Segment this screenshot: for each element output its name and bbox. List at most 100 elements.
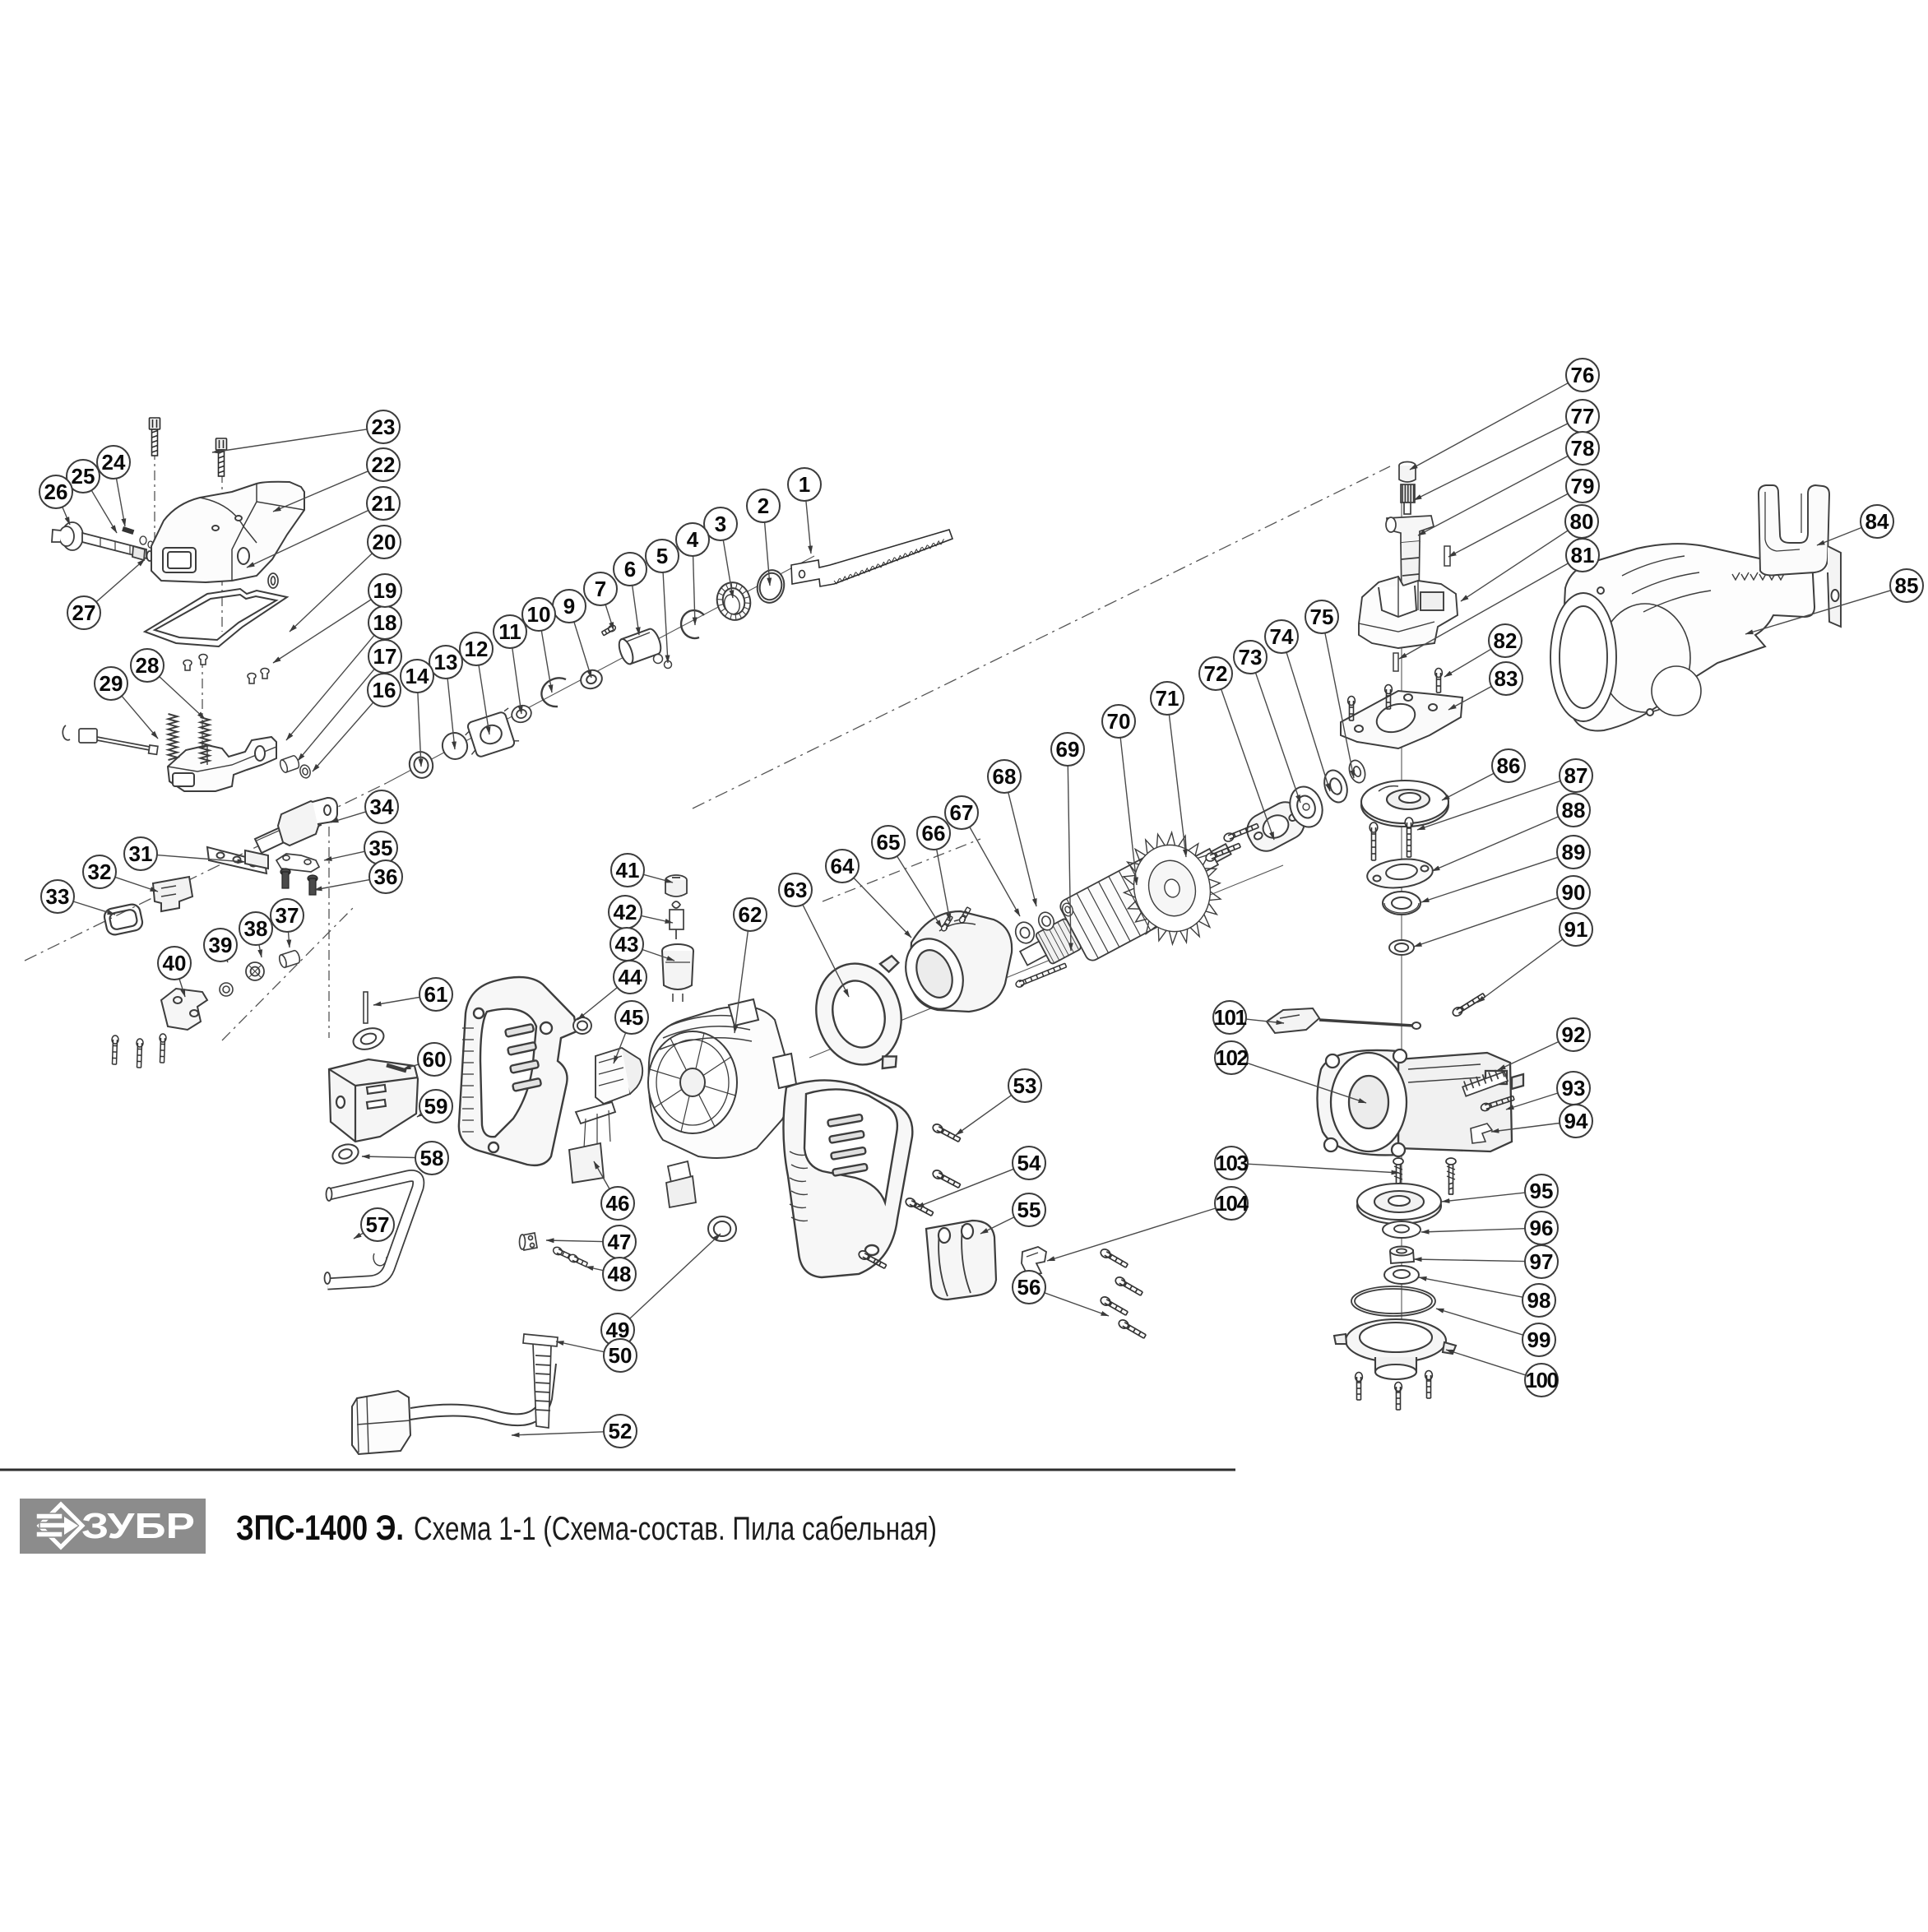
svg-text:21: 21	[372, 491, 396, 516]
svg-text:34: 34	[370, 795, 394, 819]
svg-text:95: 95	[1530, 1179, 1554, 1203]
svg-text:36: 36	[374, 864, 398, 889]
svg-text:9: 9	[563, 594, 575, 619]
svg-text:18: 18	[373, 610, 397, 635]
svg-text:12: 12	[465, 637, 489, 661]
svg-text:104: 104	[1216, 1191, 1249, 1216]
svg-text:52: 52	[609, 1419, 633, 1443]
svg-text:80: 80	[1570, 509, 1594, 534]
svg-text:22: 22	[372, 452, 396, 477]
svg-text:ЗПС-1400 Э.: ЗПС-1400 Э.	[236, 1508, 404, 1548]
svg-text:43: 43	[615, 932, 639, 957]
svg-text:17: 17	[373, 644, 397, 669]
svg-text:47: 47	[608, 1230, 632, 1254]
svg-text:1: 1	[799, 472, 810, 497]
svg-text:85: 85	[1895, 573, 1919, 598]
svg-text:75: 75	[1310, 605, 1334, 629]
svg-text:37: 37	[276, 903, 299, 928]
svg-text:23: 23	[372, 415, 396, 439]
svg-text:44: 44	[619, 965, 642, 989]
svg-text:11: 11	[498, 619, 521, 644]
svg-text:72: 72	[1204, 661, 1228, 686]
svg-text:29: 29	[100, 671, 123, 696]
svg-text:79: 79	[1571, 474, 1595, 498]
svg-text:Схема 1-1 (Схема-состав. Пила: Схема 1-1 (Схема-состав. Пила сабельная)	[414, 1511, 937, 1547]
svg-text:31: 31	[129, 841, 153, 866]
svg-text:45: 45	[620, 1005, 644, 1030]
svg-text:14: 14	[406, 664, 429, 688]
svg-text:6: 6	[624, 557, 636, 581]
svg-text:10: 10	[527, 602, 551, 627]
svg-text:16: 16	[373, 678, 396, 702]
svg-text:5: 5	[656, 544, 668, 568]
svg-text:67: 67	[950, 800, 974, 825]
svg-text:54: 54	[1017, 1151, 1041, 1175]
svg-text:71: 71	[1156, 686, 1180, 711]
svg-text:56: 56	[1017, 1275, 1041, 1300]
svg-text:89: 89	[1562, 840, 1586, 864]
svg-text:91: 91	[1564, 917, 1588, 942]
svg-text:83: 83	[1495, 666, 1518, 691]
svg-text:61: 61	[424, 982, 448, 1007]
svg-text:7: 7	[595, 577, 606, 601]
svg-text:81: 81	[1571, 543, 1595, 568]
svg-text:42: 42	[614, 900, 637, 924]
svg-text:86: 86	[1497, 753, 1521, 778]
svg-text:55: 55	[1017, 1198, 1041, 1222]
svg-text:74: 74	[1270, 624, 1294, 649]
svg-text:77: 77	[1571, 404, 1595, 429]
svg-text:48: 48	[608, 1262, 632, 1286]
svg-text:3: 3	[715, 512, 726, 536]
svg-text:20: 20	[373, 530, 396, 554]
svg-text:102: 102	[1216, 1045, 1249, 1070]
svg-text:62: 62	[739, 902, 762, 927]
svg-text:53: 53	[1013, 1073, 1037, 1098]
svg-text:90: 90	[1562, 880, 1586, 905]
svg-text:78: 78	[1571, 436, 1595, 461]
svg-text:101: 101	[1214, 1005, 1247, 1030]
svg-text:98: 98	[1527, 1288, 1551, 1313]
svg-text:ЗУБР: ЗУБР	[81, 1506, 195, 1546]
svg-text:93: 93	[1562, 1076, 1586, 1100]
svg-text:82: 82	[1494, 628, 1518, 653]
svg-text:97: 97	[1530, 1249, 1554, 1274]
svg-text:88: 88	[1562, 798, 1586, 822]
svg-text:19: 19	[373, 578, 397, 603]
svg-text:46: 46	[606, 1191, 630, 1216]
svg-text:103: 103	[1216, 1151, 1249, 1175]
svg-text:100: 100	[1526, 1368, 1559, 1392]
svg-text:66: 66	[922, 821, 946, 846]
svg-text:33: 33	[46, 884, 70, 909]
svg-text:94: 94	[1564, 1109, 1588, 1133]
svg-text:99: 99	[1527, 1327, 1551, 1352]
svg-text:73: 73	[1239, 645, 1263, 669]
svg-text:63: 63	[784, 878, 808, 902]
svg-text:32: 32	[88, 859, 112, 884]
svg-text:69: 69	[1056, 737, 1080, 762]
svg-text:58: 58	[420, 1146, 444, 1170]
svg-text:13: 13	[434, 650, 458, 674]
svg-text:28: 28	[136, 653, 160, 678]
svg-text:60: 60	[423, 1047, 447, 1072]
svg-text:65: 65	[877, 830, 901, 855]
svg-text:64: 64	[831, 854, 855, 878]
svg-text:57: 57	[366, 1212, 390, 1237]
svg-text:24: 24	[102, 450, 126, 475]
svg-text:70: 70	[1107, 709, 1131, 734]
svg-text:26: 26	[44, 480, 68, 504]
svg-text:38: 38	[244, 916, 268, 941]
svg-text:50: 50	[609, 1343, 633, 1368]
svg-text:87: 87	[1564, 763, 1588, 788]
svg-text:25: 25	[72, 464, 95, 489]
svg-text:40: 40	[163, 951, 187, 975]
svg-text:4: 4	[687, 527, 699, 552]
svg-text:96: 96	[1530, 1216, 1554, 1240]
svg-text:76: 76	[1571, 363, 1595, 387]
svg-text:41: 41	[616, 858, 640, 883]
svg-text:2: 2	[758, 493, 769, 518]
svg-text:84: 84	[1865, 509, 1889, 534]
svg-text:39: 39	[209, 933, 233, 957]
svg-text:92: 92	[1562, 1022, 1586, 1047]
svg-text:27: 27	[72, 600, 96, 625]
svg-text:35: 35	[369, 836, 393, 860]
